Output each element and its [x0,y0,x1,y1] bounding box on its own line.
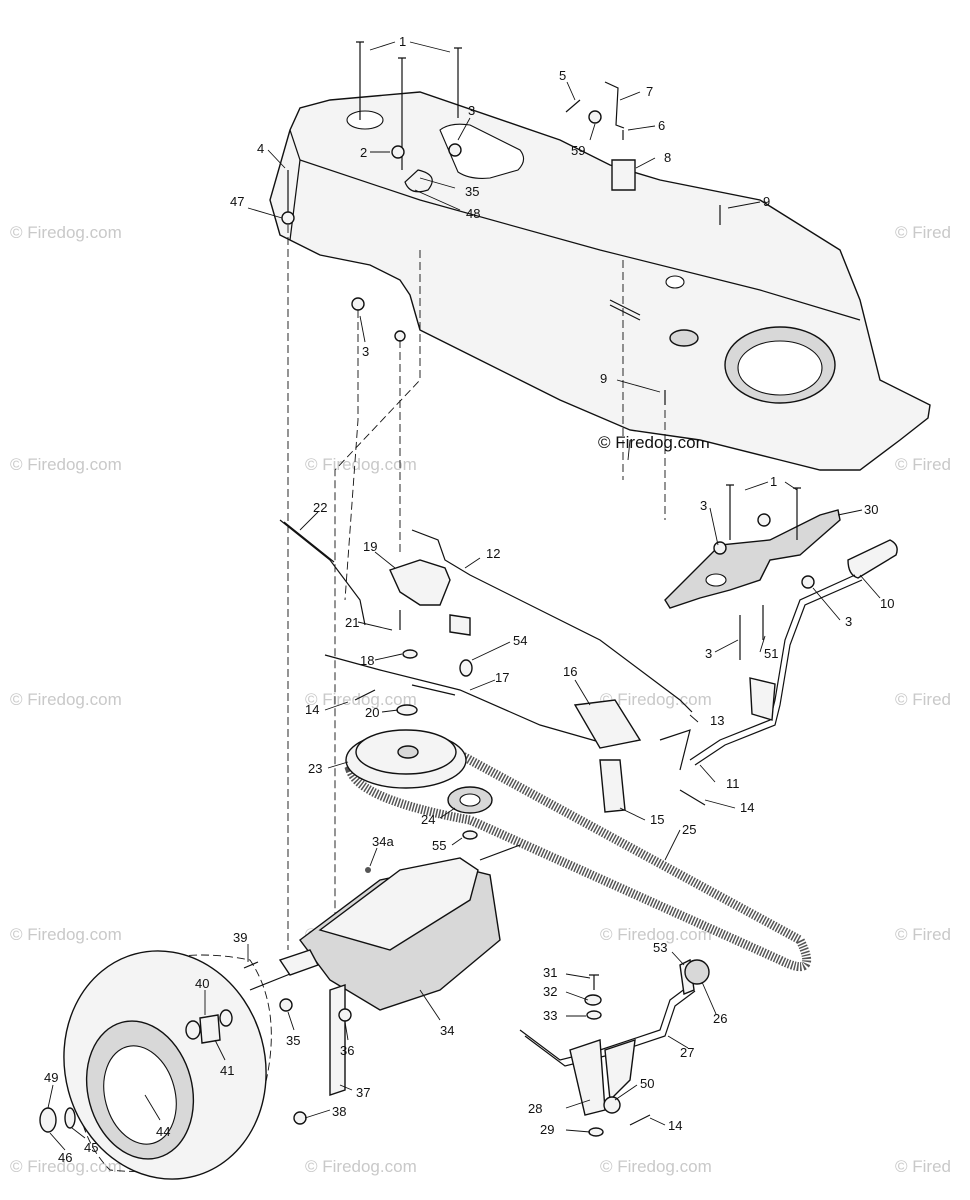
callout-3: 3 [700,498,707,513]
callout-1: 1 [770,474,777,489]
callout-55: 55 [432,838,446,853]
callout-11: 11 [726,776,740,791]
callout-14: 14 [305,702,319,717]
callout-51: 51 [764,646,778,661]
frame-deck [269,91,931,471]
callout-44: 44 [156,1124,170,1139]
callout-53: 53 [653,940,667,955]
watermark-text: © Firedog.com [10,223,122,242]
callout-30: 30 [864,502,878,517]
watermark-text: © Firedog.com [305,455,417,474]
callout-27: 27 [680,1045,694,1060]
callout-31: 31 [543,965,557,980]
linkage-assembly [279,519,706,813]
callout-50: 50 [640,1076,654,1091]
callout-15: 15 [650,812,664,827]
callout-8: 8 [664,150,671,165]
callout-9: 9 [763,194,770,209]
callout-45: 45 [84,1140,98,1155]
callout-13: 13 [710,713,724,728]
watermark-text: © Firedog.com [10,455,122,474]
watermark-text: © Firedog.com [10,690,122,709]
callout-21: 21 [345,615,359,630]
watermark-text: © Firedog.com [600,1157,712,1176]
callout-34a: 34a [372,834,394,849]
callout-59: 59 [571,143,585,158]
callout-14: 14 [668,1118,682,1133]
callout-3: 3 [468,103,475,118]
callout-4: 4 [257,141,264,156]
callout-3: 3 [362,344,369,359]
callout-38: 38 [332,1104,346,1119]
callout-1: 1 [399,34,406,49]
callout-12: 12 [486,546,500,561]
alignment-lines [287,225,666,950]
callout-40: 40 [195,976,209,991]
callout-19: 19 [363,539,377,554]
watermarks: © Firedog.com © Firedog.com © Fired © Fi… [10,223,951,1176]
pulley-belt-assembly [344,729,812,972]
brake-bracket-assembly [664,484,898,766]
callout-47: 47 [230,194,244,209]
callout-33: 33 [543,1008,557,1023]
callout-37: 37 [356,1085,370,1100]
callout-36: 36 [340,1043,354,1058]
callout-24: 24 [421,812,435,827]
callout-26: 26 [713,1011,727,1026]
watermark-text: © Firedog.com [600,925,712,944]
callout-54: 54 [513,633,527,648]
watermark-text: © Fired [895,925,951,944]
deck-hardware [281,41,721,405]
callout-labels: 1 2 3 4 5 7 6 8 59 9 47 35 48 3 9 1 3 30… [44,34,894,1165]
callout-49: 49 [44,1070,58,1085]
callout-46: 46 [58,1150,72,1165]
watermark-text: © Firedog.com [305,690,417,709]
callout-25: 25 [682,822,696,837]
callout-39: 39 [233,930,247,945]
callout-23: 23 [308,761,322,776]
callout-34: 34 [440,1023,454,1038]
callout-7: 7 [646,84,653,99]
watermark-text: © Firedog.com [10,925,122,944]
callout-10: 10 [880,596,894,611]
watermark-text: © Fired [895,1157,951,1176]
callout-3: 3 [845,614,852,629]
transaxle [243,844,521,1125]
callout-28: 28 [528,1101,542,1116]
watermark-text: © Fired [895,223,951,242]
callout-6: 6 [658,118,665,133]
watermark-text: © Fired [895,690,951,709]
callout-22: 22 [313,500,327,515]
watermark-text: © Firedog.com [305,1157,417,1176]
watermark-text: © Fired [895,455,951,474]
callout-18: 18 [360,653,374,668]
callout-9: 9 [600,371,607,386]
callout-41: 41 [220,1063,234,1078]
callout-35: 35 [465,184,479,199]
control-lever-assembly [519,958,710,1137]
callout-35: 35 [286,1033,300,1048]
callout-16: 16 [563,664,577,679]
callout-14: 14 [740,800,754,815]
callout-2: 2 [360,145,367,160]
leader-lines [47,41,881,1151]
callout-17: 17 [495,670,509,685]
callout-20: 20 [365,705,379,720]
callout-48: 48 [466,206,480,221]
callout-5: 5 [559,68,566,83]
callout-32: 32 [543,984,557,999]
callout-29: 29 [540,1122,554,1137]
wheel-assembly [39,950,272,1180]
callout-3: 3 [705,646,712,661]
watermark-text: © Firedog.com [10,1157,122,1176]
